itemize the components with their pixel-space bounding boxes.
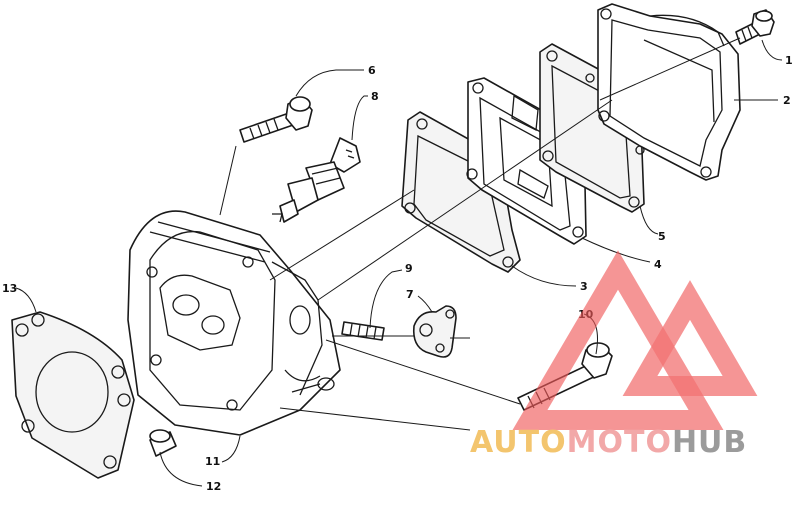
automotohub-watermark: AUTOMOTOHUB [470,250,758,460]
callout-8: 8 [371,90,379,103]
part-6-bolt [239,96,313,143]
callout-7: 7 [406,288,414,301]
part-7-flange-gasket [412,305,457,358]
assembly-lines [219,37,741,431]
callout-3: 3 [580,280,588,293]
callout-9: 9 [405,262,413,275]
callout-1: 1 [785,54,793,67]
watermark-logo-triangles [512,250,758,430]
callout-labels: 1 2 3 4 5 6 7 8 9 10 11 12 13 [2,54,793,493]
part-9-stud [341,321,385,341]
callout-4: 4 [654,258,662,271]
part-13-head-gasket [11,311,135,479]
watermark-text: AUTOMOTOHUB [470,425,747,460]
part-11-cylinder-head [127,210,341,436]
part-8-spark-plug [272,137,361,223]
part-2-valve-cover [597,3,741,181]
watermark-hub: HUB [672,425,747,460]
callout-2: 2 [783,94,791,107]
callout-11: 11 [205,455,220,468]
callout-12: 12 [206,480,221,493]
part-12-dowel-pin [149,429,177,457]
callout-5: 5 [658,230,666,243]
part-1-bolt [735,9,775,45]
watermark-moto: MOTO [567,425,672,460]
callout-6: 6 [368,64,376,77]
callout-13: 13 [2,282,17,295]
watermark-auto: AUTO [470,425,567,460]
